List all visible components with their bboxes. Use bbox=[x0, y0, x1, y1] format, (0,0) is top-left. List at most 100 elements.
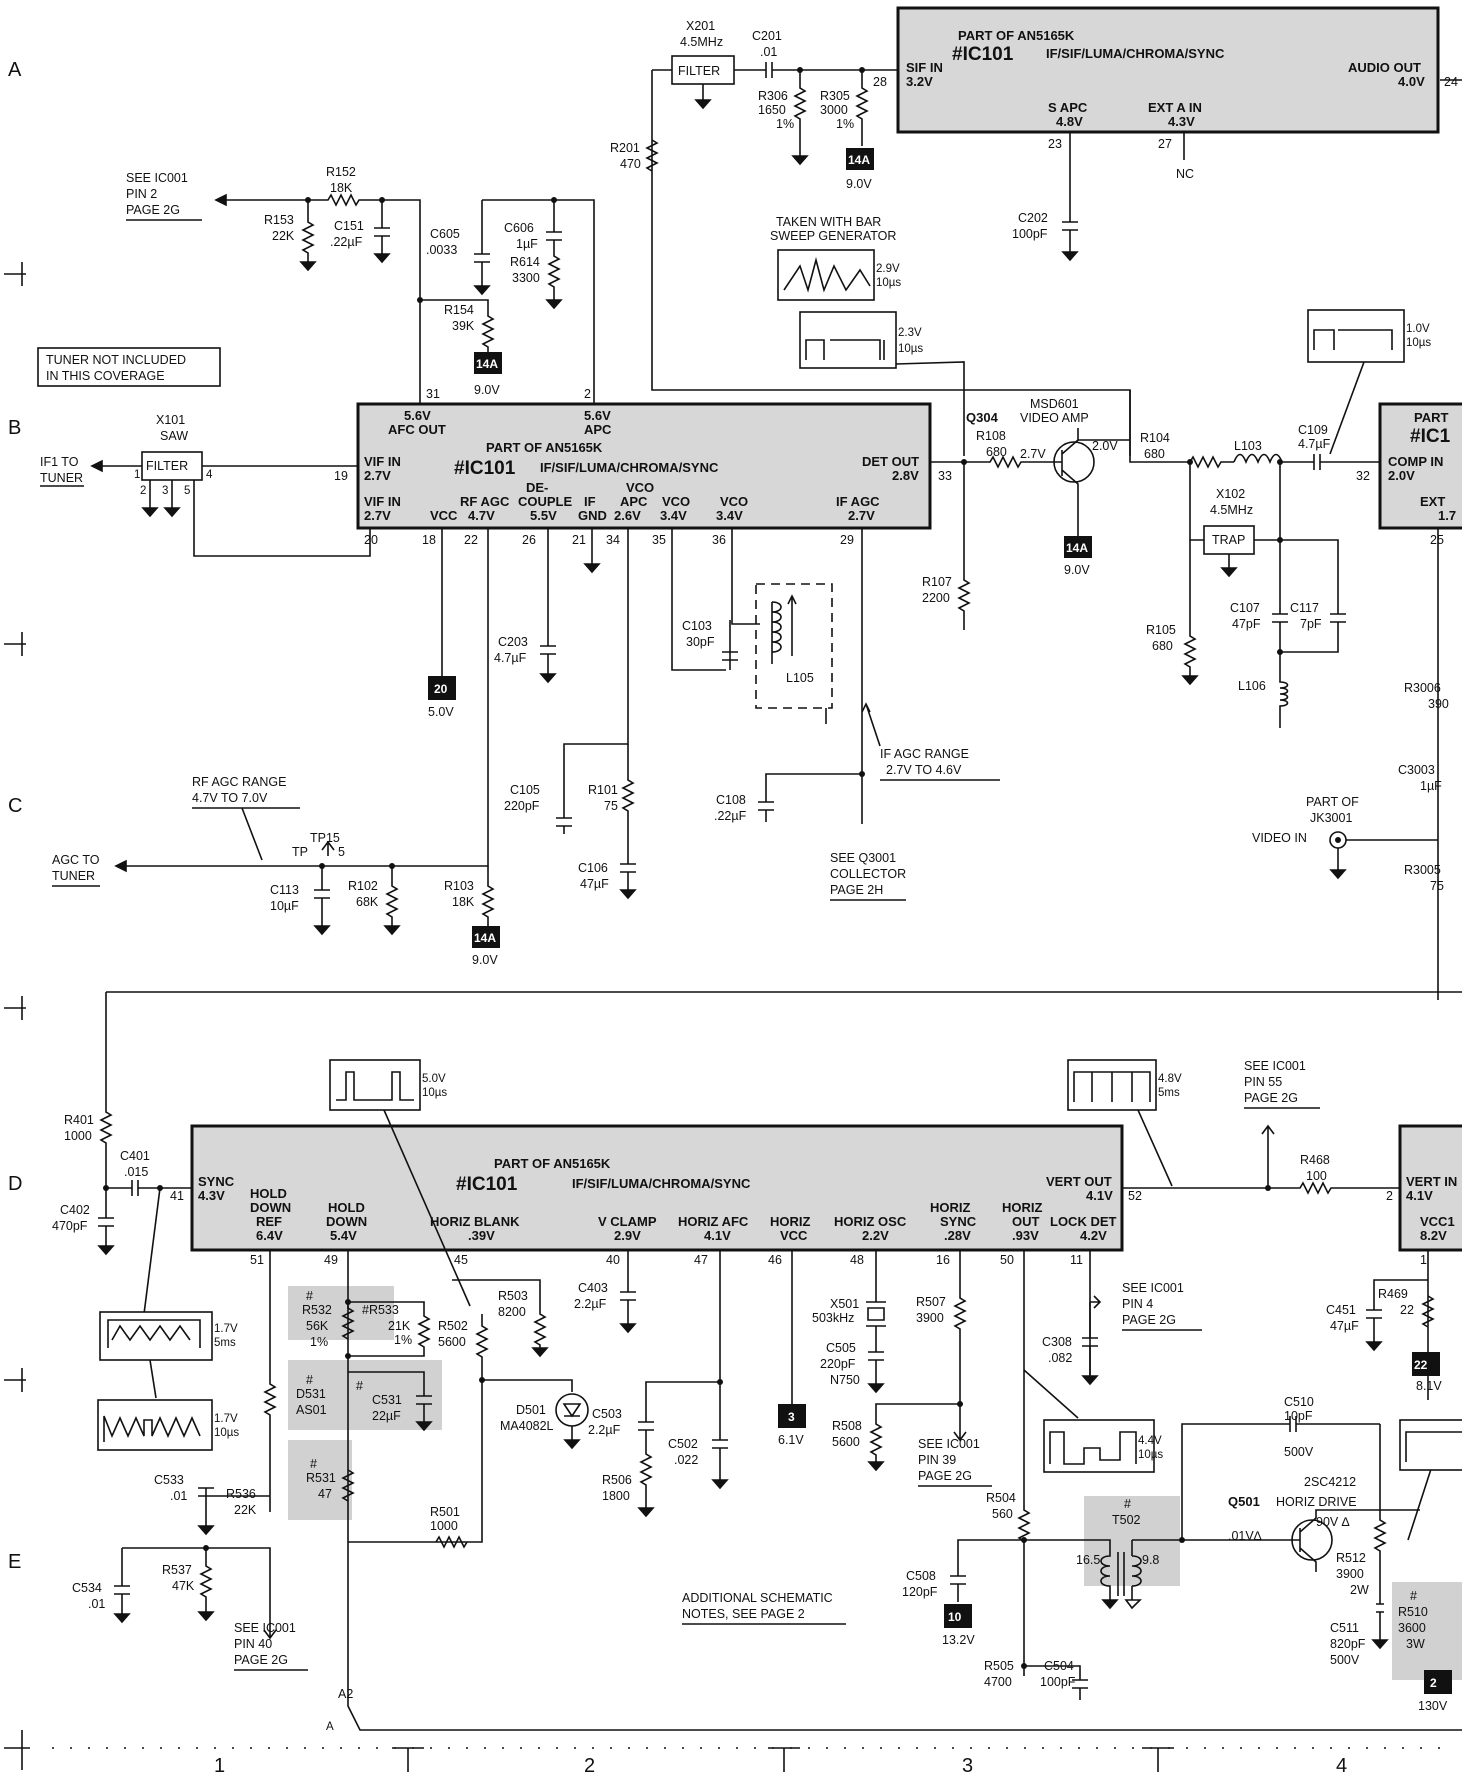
grid-row-d: D bbox=[8, 1173, 22, 1195]
svg-text:REF: REF bbox=[256, 1214, 282, 1229]
svg-text:VIF IN: VIF IN bbox=[364, 494, 401, 509]
rf-agc-network: RF AGC RANGE 4.7V TO 7.0V AGC TO TUNER T… bbox=[52, 528, 500, 967]
svg-text:HORIZ BLANK: HORIZ BLANK bbox=[430, 1214, 520, 1229]
svg-text:6.4V: 6.4V bbox=[256, 1228, 283, 1243]
svg-text:470: 470 bbox=[620, 157, 641, 171]
svg-text:SEE IC001: SEE IC001 bbox=[234, 1621, 296, 1635]
svg-text:PIN 40: PIN 40 bbox=[234, 1637, 272, 1651]
svg-text:5: 5 bbox=[338, 845, 345, 859]
svg-text:C403: C403 bbox=[578, 1281, 608, 1295]
svg-text:5.6V: 5.6V bbox=[404, 408, 431, 423]
svg-text:1000: 1000 bbox=[430, 1519, 458, 1533]
svg-text:51: 51 bbox=[250, 1253, 264, 1267]
svg-text:3900: 3900 bbox=[1336, 1567, 1364, 1581]
additional-notes-line1: ADDITIONAL SCHEMATIC bbox=[682, 1591, 833, 1605]
svg-text:1µF: 1µF bbox=[1420, 779, 1442, 793]
svg-text:VIDEO IN: VIDEO IN bbox=[1252, 831, 1307, 845]
svg-text:10µs: 10µs bbox=[898, 343, 923, 355]
svg-text:SYNC: SYNC bbox=[198, 1174, 235, 1189]
svg-text:A2: A2 bbox=[338, 1687, 353, 1701]
svg-text:5.4V: 5.4V bbox=[330, 1228, 357, 1243]
svg-text:Q304: Q304 bbox=[966, 410, 999, 425]
svg-text:14A: 14A bbox=[848, 153, 870, 167]
svg-text:C531: C531 bbox=[372, 1393, 402, 1407]
svg-text:HORIZ: HORIZ bbox=[930, 1200, 971, 1215]
svg-text:8.2V: 8.2V bbox=[1420, 1228, 1447, 1243]
svg-text:VCC: VCC bbox=[430, 508, 458, 523]
svg-text:47: 47 bbox=[318, 1487, 332, 1501]
svg-text:SWEEP GENERATOR: SWEEP GENERATOR bbox=[770, 229, 896, 243]
grid-row-b: B bbox=[8, 417, 21, 439]
svg-text:2.3V: 2.3V bbox=[898, 327, 922, 339]
svg-text:C203: C203 bbox=[498, 635, 528, 649]
svg-text:1: 1 bbox=[1420, 1253, 1427, 1267]
grid-col-4: 4 bbox=[1336, 1755, 1347, 1776]
svg-text:R101: R101 bbox=[588, 783, 618, 797]
svg-text:48: 48 bbox=[850, 1253, 864, 1267]
svg-text:4.0V: 4.0V bbox=[1398, 74, 1425, 89]
svg-text:PAGE 2G: PAGE 2G bbox=[1122, 1313, 1176, 1327]
svg-text:PART OF AN5165K: PART OF AN5165K bbox=[486, 440, 603, 455]
svg-text:4.2V: 4.2V bbox=[1080, 1228, 1107, 1243]
svg-text:3.4V: 3.4V bbox=[716, 508, 743, 523]
svg-text:470pF: 470pF bbox=[52, 1219, 88, 1233]
svg-text:120pF: 120pF bbox=[902, 1585, 938, 1599]
svg-text:4.5MHz: 4.5MHz bbox=[1210, 503, 1253, 517]
svg-text:3600: 3600 bbox=[1398, 1621, 1426, 1635]
svg-text:#: # bbox=[306, 1373, 313, 1387]
svg-text:4.3V: 4.3V bbox=[198, 1188, 225, 1203]
svg-text:5ms: 5ms bbox=[1158, 1087, 1180, 1099]
svg-text:PIN 4: PIN 4 bbox=[1122, 1297, 1153, 1311]
svg-text:R3006: R3006 bbox=[1404, 681, 1441, 695]
svg-text:18: 18 bbox=[422, 533, 436, 547]
svg-text:#IC101: #IC101 bbox=[454, 458, 516, 479]
svg-text:2: 2 bbox=[140, 485, 146, 497]
svg-text:#R533: #R533 bbox=[362, 1303, 399, 1317]
svg-text:5ms: 5ms bbox=[214, 1337, 236, 1349]
svg-text:220pF: 220pF bbox=[820, 1357, 856, 1371]
svg-text:500V: 500V bbox=[1284, 1445, 1314, 1459]
svg-text:NC: NC bbox=[1176, 167, 1194, 181]
svg-text:VERT IN: VERT IN bbox=[1406, 1174, 1457, 1189]
svg-text:5.5V: 5.5V bbox=[530, 508, 557, 523]
svg-text:9.0V: 9.0V bbox=[1064, 563, 1090, 577]
svg-text:1: 1 bbox=[134, 469, 140, 481]
svg-text:2.7V: 2.7V bbox=[364, 508, 391, 523]
svg-text:3300: 3300 bbox=[512, 271, 540, 285]
svg-text:10µF: 10µF bbox=[270, 899, 299, 913]
svg-text:75: 75 bbox=[1430, 879, 1444, 893]
svg-text:R201: R201 bbox=[610, 141, 640, 155]
sync-input-network: R401 1000 C401 .015 C402 470pF bbox=[52, 991, 1462, 1315]
svg-text:VCO: VCO bbox=[626, 480, 654, 495]
svg-text:2: 2 bbox=[1430, 1676, 1437, 1690]
svg-text:A: A bbox=[326, 1721, 334, 1733]
svg-text:90V ∆: 90V ∆ bbox=[1316, 1515, 1350, 1529]
svg-text:HOLD: HOLD bbox=[328, 1200, 365, 1215]
svg-text:45: 45 bbox=[454, 1253, 468, 1267]
svg-text:36: 36 bbox=[712, 533, 726, 547]
svg-text:56K: 56K bbox=[306, 1319, 329, 1333]
svg-text:3900: 3900 bbox=[916, 1311, 944, 1325]
svg-text:5600: 5600 bbox=[832, 1435, 860, 1449]
ic101-sync-block: PART OF AN5165K #IC101 IF/SIF/LUMA/CHROM… bbox=[170, 1124, 1142, 1267]
svg-text:4.4V: 4.4V bbox=[1138, 1435, 1162, 1447]
svg-text:COLLECTOR: COLLECTOR bbox=[830, 867, 906, 881]
ic101-vif-block: 31 2 5.6V AFC OUT 5.6V APC PART OF AN516… bbox=[334, 387, 952, 547]
svg-text:R531: R531 bbox=[306, 1471, 336, 1485]
grid-col-3: 3 bbox=[962, 1755, 973, 1776]
svg-text:R108: R108 bbox=[976, 429, 1006, 443]
svg-text:8200: 8200 bbox=[498, 1305, 526, 1319]
svg-text:31: 31 bbox=[426, 387, 440, 401]
svg-text:C106: C106 bbox=[578, 861, 608, 875]
svg-text:4.1V: 4.1V bbox=[1406, 1188, 1433, 1203]
svg-text:19: 19 bbox=[334, 469, 348, 483]
svg-text:DE-: DE- bbox=[526, 480, 548, 495]
svg-text:APC: APC bbox=[620, 494, 648, 509]
svg-text:#: # bbox=[310, 1457, 317, 1471]
svg-text:TRAP: TRAP bbox=[1212, 533, 1245, 547]
svg-text:R512: R512 bbox=[1336, 1551, 1366, 1565]
tuner-note-line1: TUNER NOT INCLUDED bbox=[46, 353, 186, 367]
svg-text:C605: C605 bbox=[430, 227, 460, 241]
